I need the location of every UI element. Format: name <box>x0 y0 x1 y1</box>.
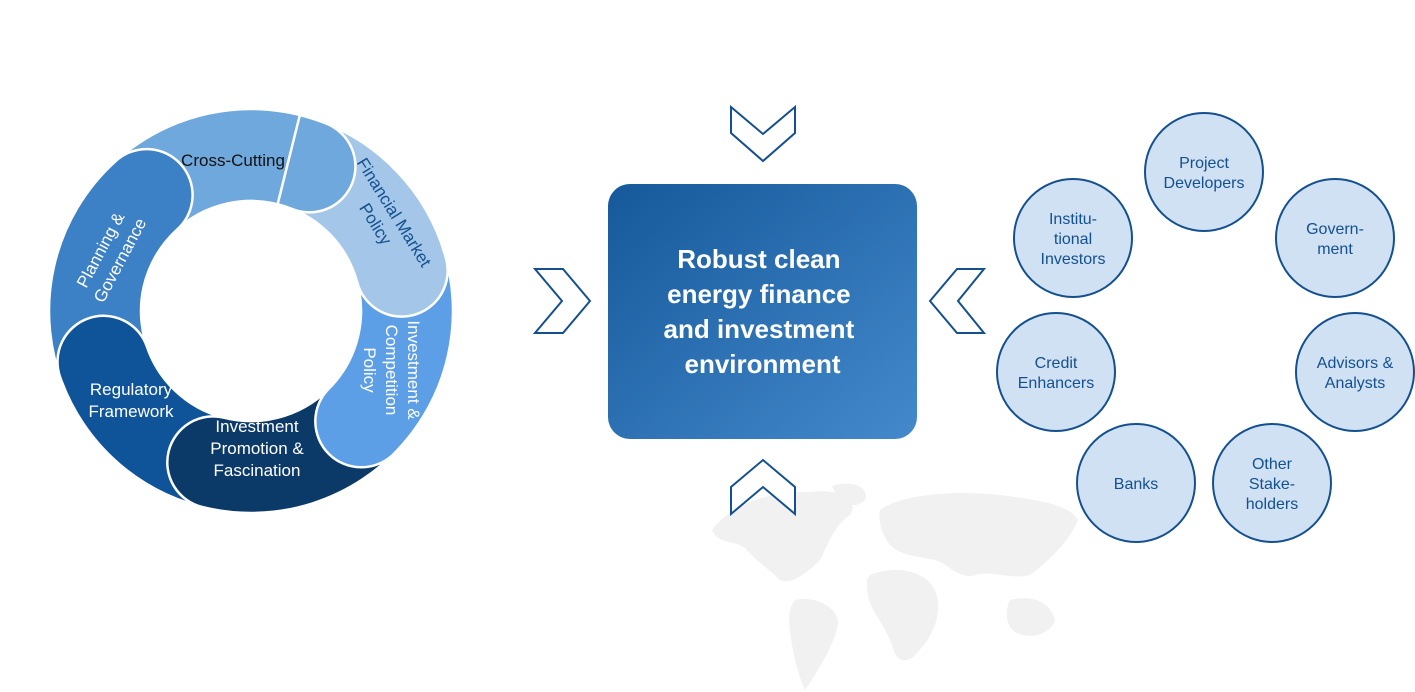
continent-shape <box>789 598 839 690</box>
center-box-background <box>608 184 917 439</box>
chevron-right-icon <box>532 268 592 334</box>
stakeholder-circle <box>1275 178 1395 298</box>
stakeholder-advisors-analysts: Advisors & Analysts <box>1295 312 1415 432</box>
stakeholder-label-line: Project <box>1179 155 1229 172</box>
continent-shape <box>879 493 1078 577</box>
stakeholder-label-line: holders <box>1246 496 1298 513</box>
stakeholder-label-line: Developers <box>1164 175 1245 192</box>
stakeholder-label-line: Investors <box>1041 251 1106 268</box>
center-box-line: environment <box>684 349 840 379</box>
continent-shape <box>712 491 853 582</box>
ring-hole <box>142 202 360 420</box>
ring-label-line: Competition <box>382 325 401 416</box>
stakeholder-circle <box>1295 312 1415 432</box>
stakeholder-banks: Banks <box>1076 423 1196 543</box>
stakeholder-circle <box>1013 178 1133 298</box>
stakeholder-label-line: Credit <box>1035 355 1078 372</box>
ring-label-line: Cross-Cutting <box>181 151 285 170</box>
stakeholder-label-line: Institu- <box>1049 211 1097 228</box>
ring-segment-cap-cross-cutting <box>276 113 357 214</box>
stakeholder-circle <box>1076 423 1196 543</box>
stakeholder-label: Govern-ment <box>1306 221 1364 258</box>
stakeholder-circle <box>996 312 1116 432</box>
ring-label-line: Policy <box>360 347 379 393</box>
stakeholder-label-line: Banks <box>1114 476 1158 493</box>
continent-shape <box>1006 598 1055 636</box>
stakeholder-label-line: Other <box>1252 456 1293 473</box>
ring-label-line: Regulatory <box>90 380 173 399</box>
stakeholder-label: Banks <box>1114 476 1158 493</box>
center-box-line: energy finance <box>667 279 851 309</box>
policy-ring <box>47 107 455 515</box>
arrows <box>532 104 987 517</box>
chevron-up-icon <box>730 458 796 517</box>
chevron-left-icon <box>928 268 987 334</box>
ring-label-line: Investment <box>215 417 298 436</box>
continent-shape <box>990 544 1014 570</box>
stakeholder-label-line: ment <box>1317 241 1353 258</box>
world-map-background <box>712 483 1078 690</box>
center-box-line: Robust clean <box>677 244 840 274</box>
stakeholder-circle <box>1144 112 1264 232</box>
center-box: Robust clean energy finance and investme… <box>608 184 917 439</box>
ring-label-cross-cutting: Cross-Cutting <box>181 151 285 170</box>
ring-label-line: Fascination <box>214 461 301 480</box>
stakeholder-label-line: Analysts <box>1325 375 1385 392</box>
center-box-line: and investment <box>664 314 855 344</box>
stakeholder-government: Govern-ment <box>1275 178 1395 298</box>
stakeholder-label-line: Enhancers <box>1018 375 1095 392</box>
stakeholder-label-line: Govern- <box>1306 221 1364 238</box>
ring-label-line: Promotion & <box>210 439 304 458</box>
stakeholder-label: Advisors & Analysts <box>1317 355 1394 392</box>
stakeholder-label-line: Stake- <box>1249 476 1295 493</box>
ring-label-line: Framework <box>88 402 174 421</box>
center-box-title: Robust clean energy finance and investme… <box>664 244 862 379</box>
continent-shape <box>866 570 939 661</box>
stakeholder-circle <box>1212 423 1332 543</box>
stakeholder-label-line: Advisors & <box>1317 355 1394 372</box>
ring-label-investment-competition-policy: Investment &CompetitionPolicy <box>360 320 423 420</box>
ring-label-line: Investment & <box>404 320 423 420</box>
chevron-down-icon <box>730 104 796 163</box>
continent-shape <box>832 483 866 506</box>
stakeholder-label-line: tional <box>1054 231 1092 248</box>
